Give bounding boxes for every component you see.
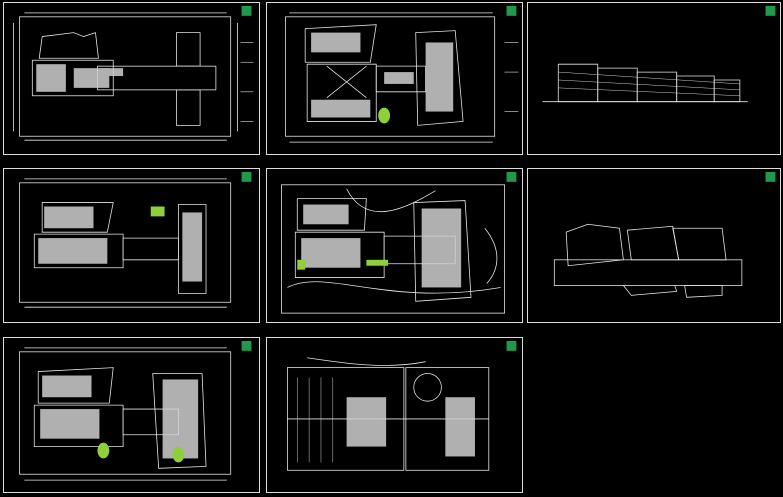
elevation-drawing	[542, 5, 776, 103]
floor-plan-drawing	[19, 171, 252, 308]
drawing-sheet-7[interactable]	[3, 337, 260, 493]
roof-outline-drawing	[553, 171, 776, 298]
drawing-sheet-5[interactable]	[266, 168, 523, 323]
drawing-sheet-4[interactable]	[3, 168, 260, 323]
drawing-sheet-6[interactable]	[527, 168, 781, 323]
drawing-sheet-3[interactable]	[527, 2, 781, 155]
floor-plan-drawing	[19, 340, 252, 481]
drawing-sheet-1[interactable]	[3, 2, 260, 155]
drawing-sheet-8[interactable]	[266, 337, 523, 493]
site-plan-drawing	[281, 171, 517, 314]
floor-plan-drawing	[285, 5, 519, 143]
floor-outline-drawing	[13, 5, 254, 141]
drawing-sheet-2[interactable]	[266, 2, 523, 155]
basement-plan-drawing	[286, 340, 517, 471]
